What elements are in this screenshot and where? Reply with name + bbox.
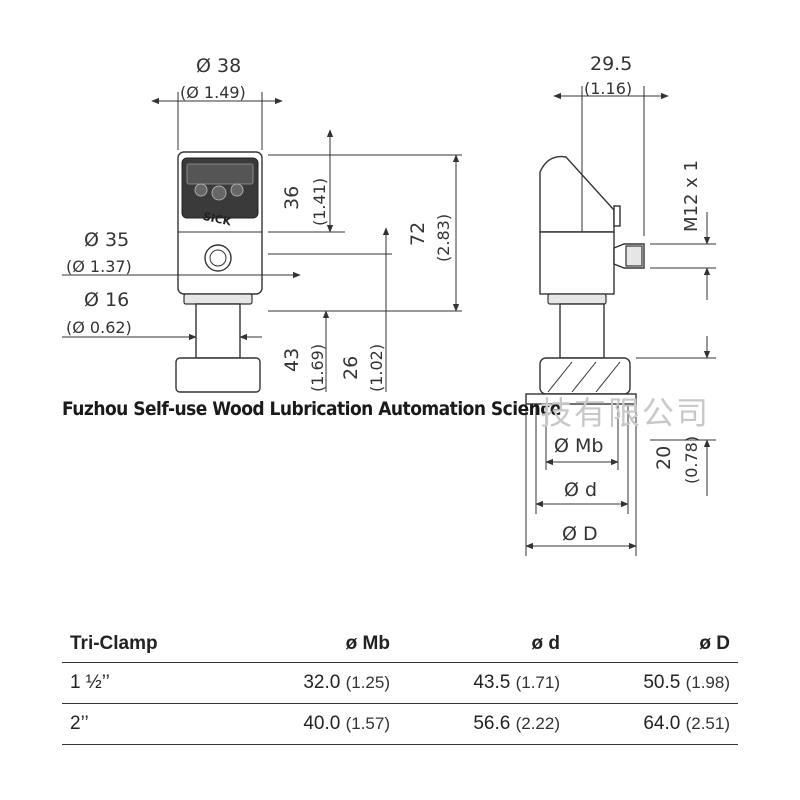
cell-d: 56.6 (2.22) bbox=[398, 703, 568, 745]
dim-h72-in: (2.83) bbox=[434, 214, 453, 262]
cell-big-d: 64.0 (2.51) bbox=[568, 703, 738, 745]
cell-d: 43.5 (1.71) bbox=[398, 662, 568, 704]
dimension-table: Tri-Clamp ø Mb ø d ø D 1 ½’’ 32.0 (1.25)… bbox=[62, 626, 738, 745]
dim-dia16: Ø 16 bbox=[84, 289, 129, 311]
table-row: 1 ½’’ 32.0 (1.25) 43.5 (1.71) 50.5 (1.98… bbox=[62, 662, 738, 704]
dim-h26: 26 bbox=[340, 356, 362, 380]
dim-h26-in: (1.02) bbox=[367, 344, 386, 392]
watermark-cn: 技有限公司 bbox=[540, 394, 711, 432]
dim-h36: 36 bbox=[281, 186, 303, 210]
dim-h72: 72 bbox=[407, 222, 429, 246]
dim-h43-in: (1.69) bbox=[308, 344, 327, 392]
dim-dia35: Ø 35 bbox=[84, 229, 129, 251]
front-view: SICK bbox=[175, 151, 263, 393]
dim-w29-5-in: (1.16) bbox=[584, 79, 632, 98]
table-header-row: Tri-Clamp ø Mb ø d ø D bbox=[62, 626, 738, 663]
watermark-text: Fuzhou Self-use Wood Lubrication Automat… bbox=[62, 398, 561, 420]
dim-dia35-in: (Ø 1.37) bbox=[66, 257, 132, 276]
col-header-d: ø d bbox=[398, 626, 568, 663]
dim-w29-5: 29.5 bbox=[590, 53, 632, 75]
dim-h20: 20 bbox=[653, 446, 675, 470]
dim-m12: M12 x 1 bbox=[681, 160, 702, 232]
dim-dia-mb: Ø Mb bbox=[554, 435, 603, 457]
dim-dia38: Ø 38 bbox=[196, 55, 241, 77]
dim-dia38-in: (Ø 1.49) bbox=[180, 83, 246, 102]
cell-mb: 40.0 (1.57) bbox=[228, 703, 398, 745]
col-header-big-d: ø D bbox=[568, 626, 738, 663]
cell-size: 2’’ bbox=[62, 703, 228, 745]
side-view bbox=[525, 155, 645, 405]
col-header-tri-clamp: Tri-Clamp bbox=[62, 626, 228, 663]
dim-h43: 43 bbox=[281, 348, 303, 372]
col-header-mb: ø Mb bbox=[228, 626, 398, 663]
front-dimensions: Ø 38 (Ø 1.49) Ø 35 (Ø 1.37) Ø 16 (Ø 0.62… bbox=[62, 55, 462, 392]
brand-logo: SICK bbox=[202, 210, 233, 229]
dim-h36-in: (1.41) bbox=[310, 178, 329, 226]
dim-dia-d: Ø d bbox=[564, 479, 597, 501]
cell-mb: 32.0 (1.25) bbox=[228, 662, 398, 704]
dim-dia16-in: (Ø 0.62) bbox=[66, 318, 132, 337]
table-row: 2’’ 40.0 (1.57) 56.6 (2.22) 64.0 (2.51) bbox=[62, 703, 738, 745]
dim-h20-in: (0.78) bbox=[682, 436, 701, 484]
cell-big-d: 50.5 (1.98) bbox=[568, 662, 738, 704]
dim-dia-big-d: Ø D bbox=[562, 523, 598, 545]
side-dimensions: 29.5 (1.16) M12 x 1 20 (0.78) Ø Mb Ø d Ø… bbox=[525, 53, 716, 556]
cell-size: 1 ½’’ bbox=[62, 662, 228, 704]
